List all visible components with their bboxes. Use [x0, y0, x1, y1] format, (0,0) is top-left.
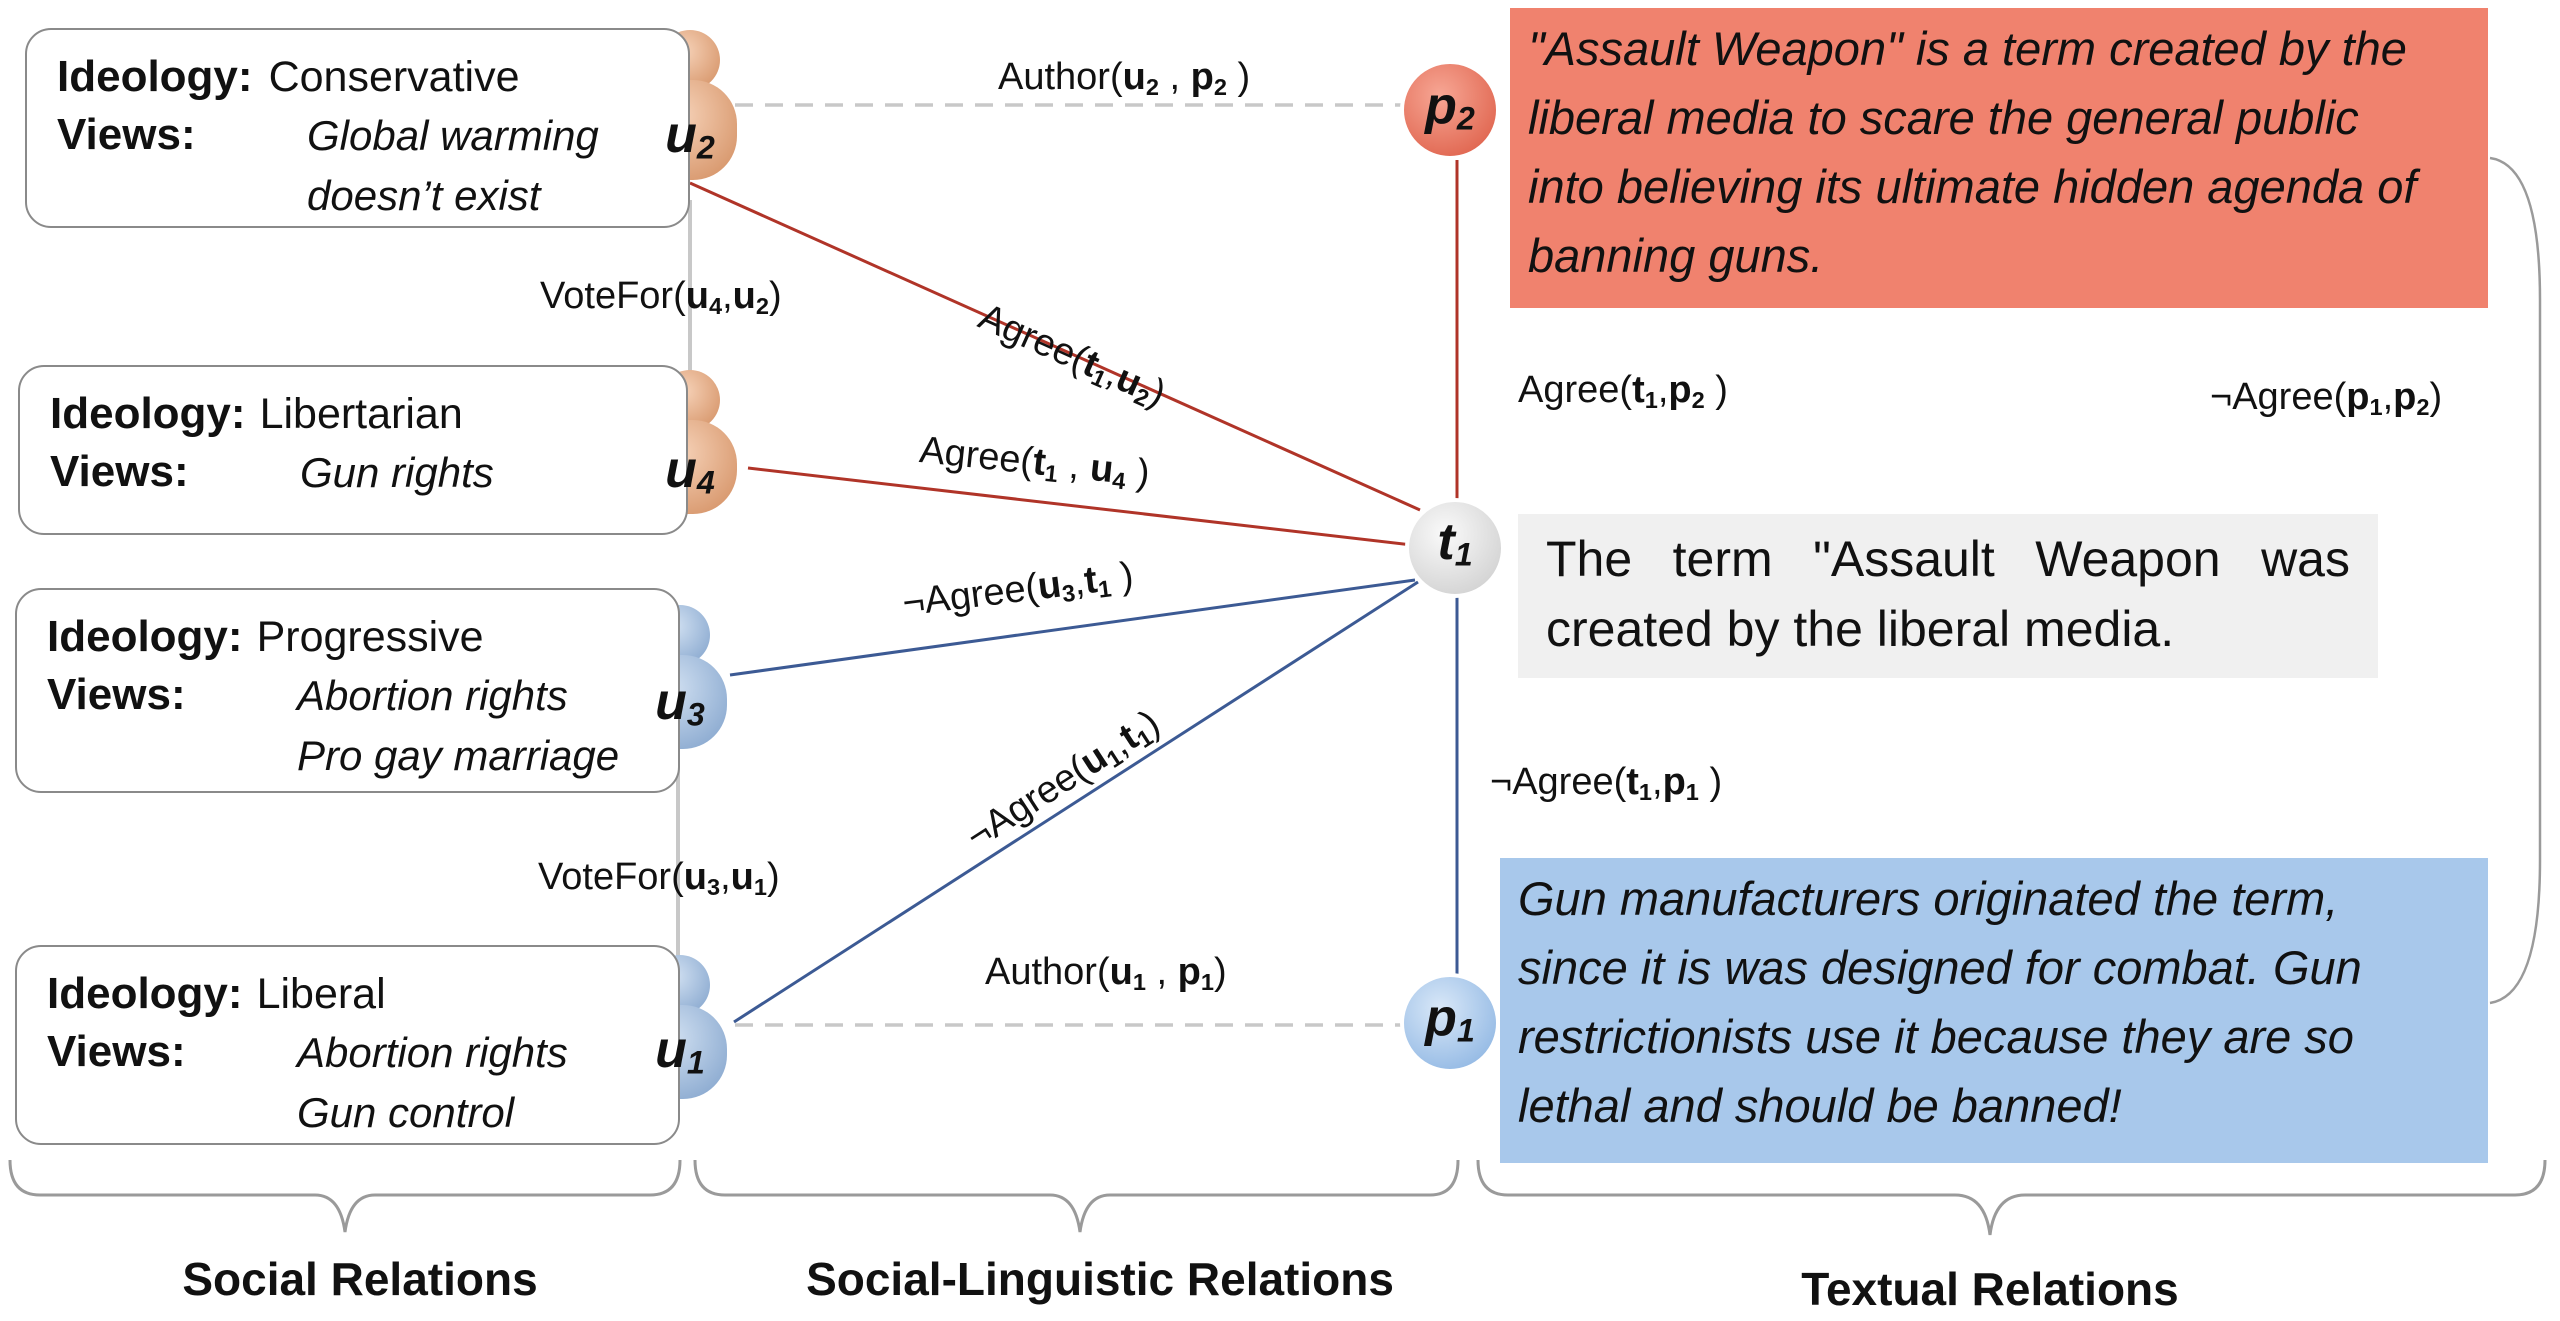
social-relations-brace	[8, 1159, 682, 1233]
post-line: banning guns.	[1528, 229, 1824, 282]
section-title-textual: Textual Relations	[1801, 1263, 2179, 1315]
view-item: Abortion rights	[297, 1029, 568, 1076]
edge-label-notagree-t1-p1: ¬Agree(t1,p1 )	[1490, 761, 1723, 805]
user-card-u4: Ideology: Libertarian Views: Gun rights	[18, 365, 688, 535]
notagree-p1-p2-brace	[2489, 156, 2542, 1005]
post-p1: Gun manufacturers originated the term, s…	[1500, 858, 2488, 1163]
post-line: restrictionists use it because they are …	[1518, 1010, 2354, 1063]
notagree-edge-u1-t1	[733, 580, 1419, 1024]
views-list: Abortion rights Gun control	[297, 1023, 568, 1143]
textual-relations-brace	[1476, 1159, 2547, 1236]
edge-label-agree-t1-p2: Agree(t1,p2 )	[1518, 369, 1728, 413]
node-u4-label: u4	[665, 441, 715, 501]
edge-label-votefor-u4-u2: VoteFor(u4,u2)	[540, 275, 782, 319]
user-card-u3: Ideology: Progressive Views: Abortion ri…	[15, 588, 680, 793]
ideology-label: Ideology:	[57, 52, 253, 101]
views-label: Views:	[47, 1027, 186, 1076]
views-list: Abortion rights Pro gay marriage	[297, 666, 619, 786]
edge-label-notagree-p1-p2: ¬Agree(p1,p2)	[2210, 376, 2443, 420]
view-item: Gun control	[297, 1089, 515, 1136]
node-p2-circle	[1400, 60, 1500, 160]
post-p2: "Assault Weapon" is a term created by th…	[1510, 8, 2488, 308]
view-item: doesn’t exist	[307, 172, 541, 219]
social-linguistic-relations-brace	[693, 1159, 1460, 1233]
post-line: liberal media to scare the general publi…	[1528, 91, 2359, 144]
node-p1-label: p1	[1425, 989, 1475, 1049]
edge-label-author-u2-p2: Author(u2 , p2 )	[998, 56, 1251, 100]
views-list: Gun rights	[300, 443, 494, 503]
post-line: Gun manufacturers originated the term,	[1518, 872, 2339, 925]
views-list: Global warming doesn’t exist	[307, 106, 599, 226]
view-item: Abortion rights	[297, 672, 568, 719]
ideology-value: Progressive	[256, 613, 484, 661]
node-p2-label: p2	[1425, 77, 1475, 137]
edge-label-votefor-u3-u1: VoteFor(u3,u1)	[538, 856, 780, 900]
view-item: Gun rights	[300, 449, 494, 496]
section-title-social-linguistic: Social-Linguistic Relations	[806, 1253, 1394, 1305]
section-title-social: Social Relations	[182, 1253, 538, 1305]
node-p1-circle	[1400, 973, 1500, 1073]
view-item: Pro gay marriage	[297, 732, 620, 779]
node-t1-circle	[1405, 498, 1505, 598]
user-card-u1: Ideology: Liberal Views: Abortion rights…	[15, 945, 680, 1145]
tweet-t1: The term "Assault Weapon was created by …	[1518, 514, 2378, 678]
edge-label-author-u1-p1: Author(u1 , p1)	[985, 951, 1227, 995]
post-line: into believing its ultimate hidden agend…	[1528, 160, 2417, 213]
notagree-edge-u3-t1	[729, 578, 1416, 677]
node-u2-label: u2	[665, 106, 715, 166]
views-label: Views:	[57, 110, 196, 159]
agree-edge-t1-u2	[689, 181, 1421, 512]
node-u3-label: u3	[655, 673, 705, 733]
ideology-value: Libertarian	[259, 390, 463, 438]
ideology-value: Conservative	[268, 53, 520, 101]
ideology-label: Ideology:	[47, 612, 243, 661]
views-label: Views:	[50, 447, 189, 496]
post-line: since it is was designed for combat. Gun	[1518, 941, 2362, 994]
ideology-label: Ideology:	[50, 389, 246, 438]
view-item: Global warming	[307, 112, 599, 159]
post-line: lethal and should be banned!	[1518, 1079, 2122, 1132]
ideology-value: Liberal	[256, 970, 386, 1018]
views-label: Views:	[47, 670, 186, 719]
tweet-text: The term "Assault Weapon was created by …	[1546, 531, 2350, 657]
ideology-label: Ideology:	[47, 969, 243, 1018]
agree-edge-t1-u4	[747, 466, 1413, 547]
node-t1-label: t1	[1437, 513, 1473, 573]
user-card-u2: Ideology: Conservative Views: Global war…	[25, 28, 690, 228]
node-u1-label: u1	[655, 1021, 705, 1081]
post-line: "Assault Weapon" is a term created by th…	[1528, 22, 2407, 75]
